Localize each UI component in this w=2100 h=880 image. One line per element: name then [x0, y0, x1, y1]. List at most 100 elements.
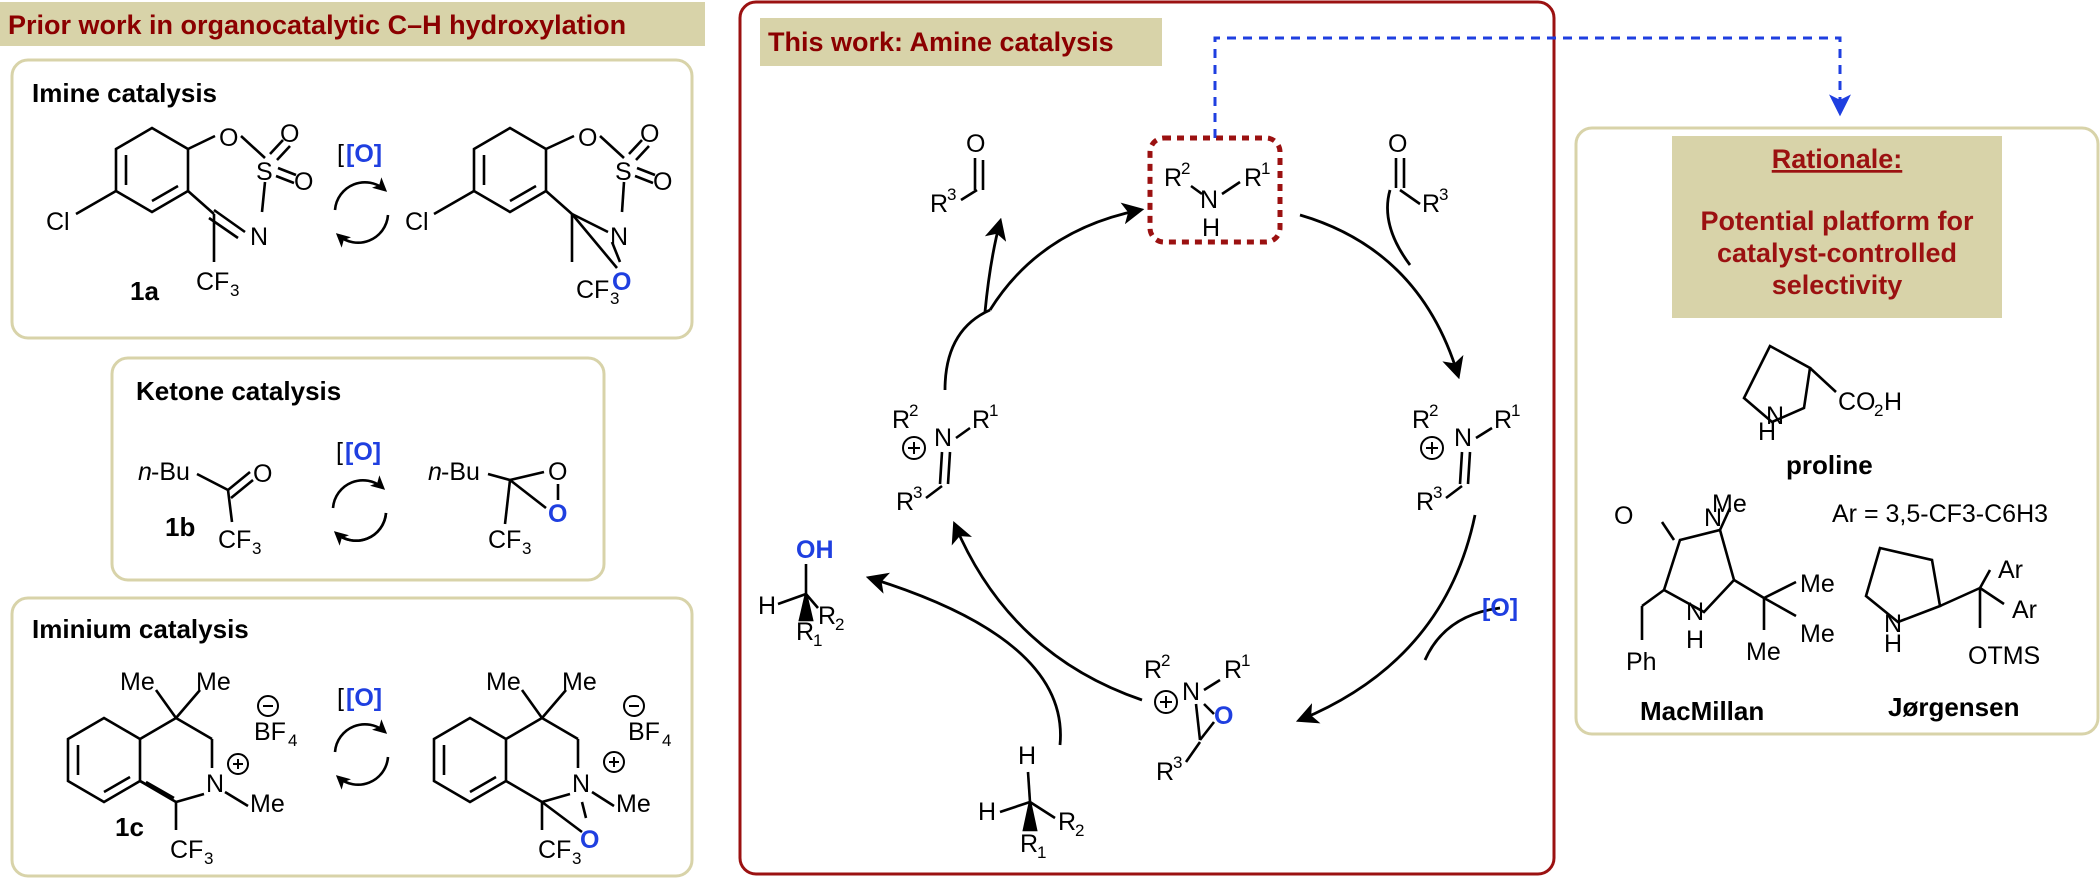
svg-text:O: O	[548, 458, 567, 486]
oxaziridinium-bonds	[1154, 678, 1221, 763]
svg-text:2: 2	[1075, 821, 1084, 840]
svg-text:3: 3	[610, 289, 619, 308]
svg-text:3: 3	[1439, 185, 1448, 204]
svg-text:n: n	[138, 458, 152, 486]
catalytic-cycle-arrows	[943, 202, 1477, 724]
macmillan-structure	[1640, 507, 1797, 640]
svg-text:CF: CF	[196, 268, 229, 296]
svg-text:2: 2	[1874, 401, 1883, 420]
ketone-oxidant-bracket: [	[336, 438, 343, 466]
svg-text:3: 3	[522, 539, 531, 558]
svg-text:H: H	[1758, 418, 1776, 446]
svg-text:3: 3	[572, 849, 581, 868]
svg-text:Ar: Ar	[1998, 556, 2023, 584]
imine-catalyst-1a-structure	[75, 126, 297, 262]
iminium-cycle-arrows-icon	[333, 719, 390, 790]
svg-text:H: H	[1018, 742, 1036, 770]
svg-text:H: H	[1202, 214, 1220, 242]
macmillan-atoms: O N Me N H Me Me Me Ph	[1614, 490, 1835, 676]
svg-text:H: H	[1884, 388, 1902, 416]
svg-text:H: H	[978, 798, 996, 826]
svg-text:3: 3	[204, 849, 213, 868]
cycle-branch-arrows	[865, 189, 1501, 746]
svg-text:N: N	[1200, 186, 1218, 214]
rationale-section: Rationale: Potential platform for cataly…	[1574, 126, 2100, 736]
prior-work-header-bg	[0, 2, 705, 46]
ketone-cycle-arrows-icon	[331, 475, 388, 546]
svg-text:CF: CF	[488, 526, 521, 554]
iminium-oxaziridinium-charges	[603, 695, 645, 773]
rationale-line-2: catalyst-controlled	[1717, 238, 1957, 268]
svg-text:Me: Me	[616, 790, 651, 818]
alcohol-product-structure: H R2 R1	[758, 592, 844, 650]
ketone-catalysis-title: Ketone catalysis	[136, 376, 341, 406]
svg-text:4: 4	[288, 731, 297, 750]
svg-text:Ph: Ph	[1626, 648, 1657, 676]
cycle-oxidant: [O]	[1482, 594, 1518, 622]
svg-text:2: 2	[1181, 159, 1190, 178]
iminium-left-structure: R2 N R1 R3	[892, 401, 998, 516]
iminium-catalysis-panel: Iminium catalysis Me Me N	[10, 596, 694, 878]
svg-text:O: O	[580, 826, 599, 854]
oxaziridinium-structure: R2 N R1 O R3	[1144, 651, 1250, 786]
this-work-border	[738, 0, 1556, 876]
ketone-dioxirane-bonds	[487, 470, 560, 525]
iminium-oxaziridinium-bonds	[432, 689, 615, 834]
svg-text:R: R	[1224, 656, 1242, 684]
svg-text:H: H	[1686, 626, 1704, 654]
prior-work-header: Prior work in organocatalytic C–H hydrox…	[8, 10, 626, 40]
ar-definition: Ar = 3,5-CF3-C6H3	[1832, 500, 2048, 528]
svg-text:N: N	[206, 770, 224, 798]
svg-text:Ar: Ar	[2012, 596, 2037, 624]
svg-text:R: R	[796, 618, 814, 646]
svg-text:O: O	[1214, 702, 1233, 730]
svg-text:4: 4	[662, 731, 671, 750]
svg-text:R: R	[1244, 164, 1262, 192]
svg-text:Me: Me	[250, 790, 285, 818]
svg-text:R: R	[1156, 758, 1174, 786]
svg-text:R: R	[1422, 190, 1440, 218]
svg-text:O: O	[640, 120, 659, 148]
svg-text:3: 3	[1433, 483, 1442, 502]
svg-text:R: R	[1494, 406, 1512, 434]
svg-text:CF: CF	[576, 276, 609, 304]
svg-text:N: N	[1686, 598, 1704, 626]
svg-text:3: 3	[913, 483, 922, 502]
svg-text:Me: Me	[1800, 620, 1835, 648]
rationale-title: Rationale:	[1772, 144, 1903, 174]
svg-text:3: 3	[230, 281, 239, 300]
this-work-section: This work: Amine catalysis R2 N R1 H	[738, 0, 1851, 876]
svg-text:R: R	[818, 602, 836, 630]
svg-text:1: 1	[1241, 651, 1250, 670]
iminium-left-bonds	[902, 426, 971, 500]
svg-text:N: N	[1182, 678, 1200, 706]
compound-1c-label: 1c	[115, 812, 144, 842]
svg-text:1: 1	[813, 631, 822, 650]
svg-text:R: R	[1020, 830, 1038, 858]
svg-text:3: 3	[1173, 753, 1182, 772]
imine-catalysis-title: Imine catalysis	[32, 78, 217, 108]
svg-text:1: 1	[1037, 843, 1046, 862]
svg-text:S: S	[615, 158, 632, 186]
svg-text:Cl: Cl	[46, 208, 70, 236]
svg-text:R: R	[930, 190, 948, 218]
ketone-1b-bonds	[196, 470, 254, 523]
svg-text:O: O	[280, 120, 299, 148]
svg-text:O: O	[612, 268, 631, 296]
rationale-border	[1574, 126, 2100, 736]
this-work-header: This work: Amine catalysis	[768, 27, 1114, 57]
svg-text:R: R	[896, 488, 914, 516]
svg-text:O: O	[253, 460, 272, 488]
svg-text:CF: CF	[218, 526, 251, 554]
svg-text:O: O	[219, 124, 238, 152]
svg-text:Cl: Cl	[405, 208, 429, 236]
svg-text:O: O	[1388, 130, 1407, 158]
rationale-line-1: Potential platform for	[1700, 206, 1973, 236]
aldehyde-product-structure: O R3	[930, 130, 985, 218]
svg-text:N: N	[1704, 504, 1722, 532]
proline-structure	[1742, 344, 1837, 424]
